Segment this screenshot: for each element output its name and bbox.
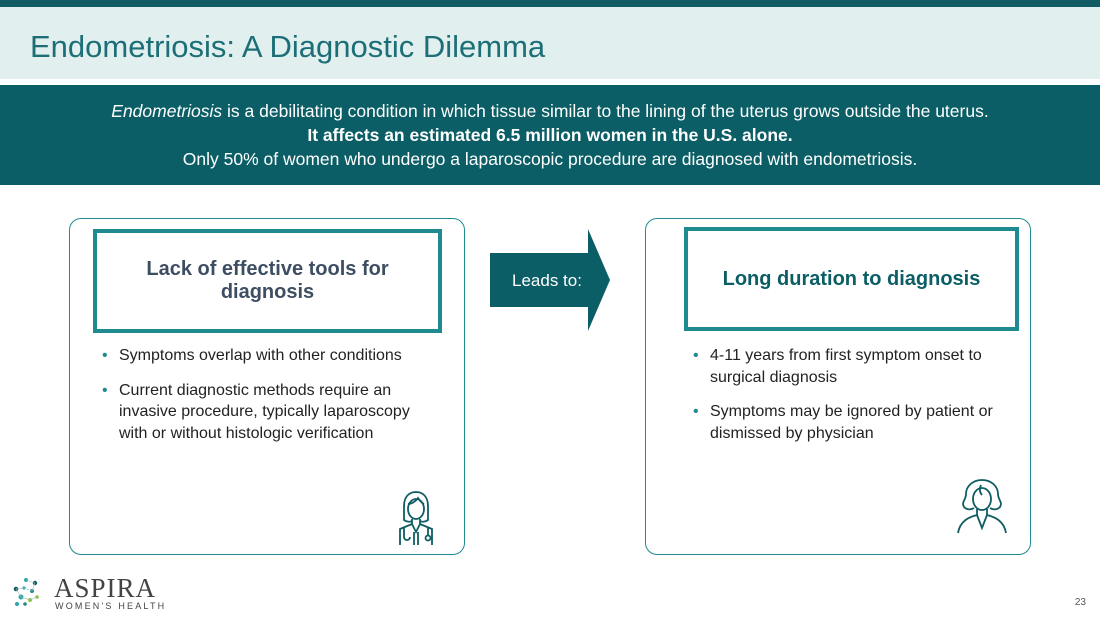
leads-to-arrow: [490, 229, 610, 331]
left-card-title: Lack of effective tools for diagnosis: [93, 229, 442, 333]
top-accent-bar: [0, 0, 1100, 7]
company-logo: ASPIRA WOMEN'S HEALTH: [10, 573, 180, 613]
arrow-label: Leads to:: [512, 271, 582, 290]
intro-banner: Endometriosis is a debilitating conditio…: [0, 85, 1100, 185]
bullet-item: Symptoms overlap with other conditions: [100, 345, 440, 367]
bullet-item: 4-11 years from first symptom onset to s…: [691, 345, 1021, 388]
right-card-bullets: 4-11 years from first symptom onset to s…: [691, 345, 1021, 457]
banner-term: Endometriosis: [111, 101, 223, 121]
aspira-logo-icon: [13, 578, 39, 606]
woman-icon: [957, 479, 1007, 534]
left-card-bullets: Symptoms overlap with other conditions C…: [100, 345, 440, 457]
page-number: 23: [1074, 597, 1086, 608]
left-card: Lack of effective tools for diagnosis Sy…: [69, 218, 465, 555]
doctor-icon: [399, 491, 433, 545]
right-card: Long duration to diagnosis 4-11 years fr…: [645, 218, 1031, 555]
page-title: Endometriosis: A Diagnostic Dilemma: [30, 29, 546, 64]
banner-line-2: It affects an estimated 6.5 million wome…: [307, 125, 793, 145]
logo-name: ASPIRA: [54, 573, 157, 603]
banner-definition: is a debilitating condition in which tis…: [222, 101, 989, 121]
banner-line-3: Only 50% of women who undergo a laparosc…: [182, 149, 918, 169]
logo-subtitle: WOMEN'S HEALTH: [55, 601, 167, 611]
bullet-item: Symptoms may be ignored by patient or di…: [691, 401, 1021, 444]
banner-line-1: Endometriosis is a debilitating conditio…: [0, 99, 1100, 123]
right-card-title: Long duration to diagnosis: [684, 227, 1019, 331]
title-bar: Endometriosis: A Diagnostic Dilemma: [0, 7, 1100, 79]
bullet-item: Current diagnostic methods require an in…: [100, 380, 440, 445]
